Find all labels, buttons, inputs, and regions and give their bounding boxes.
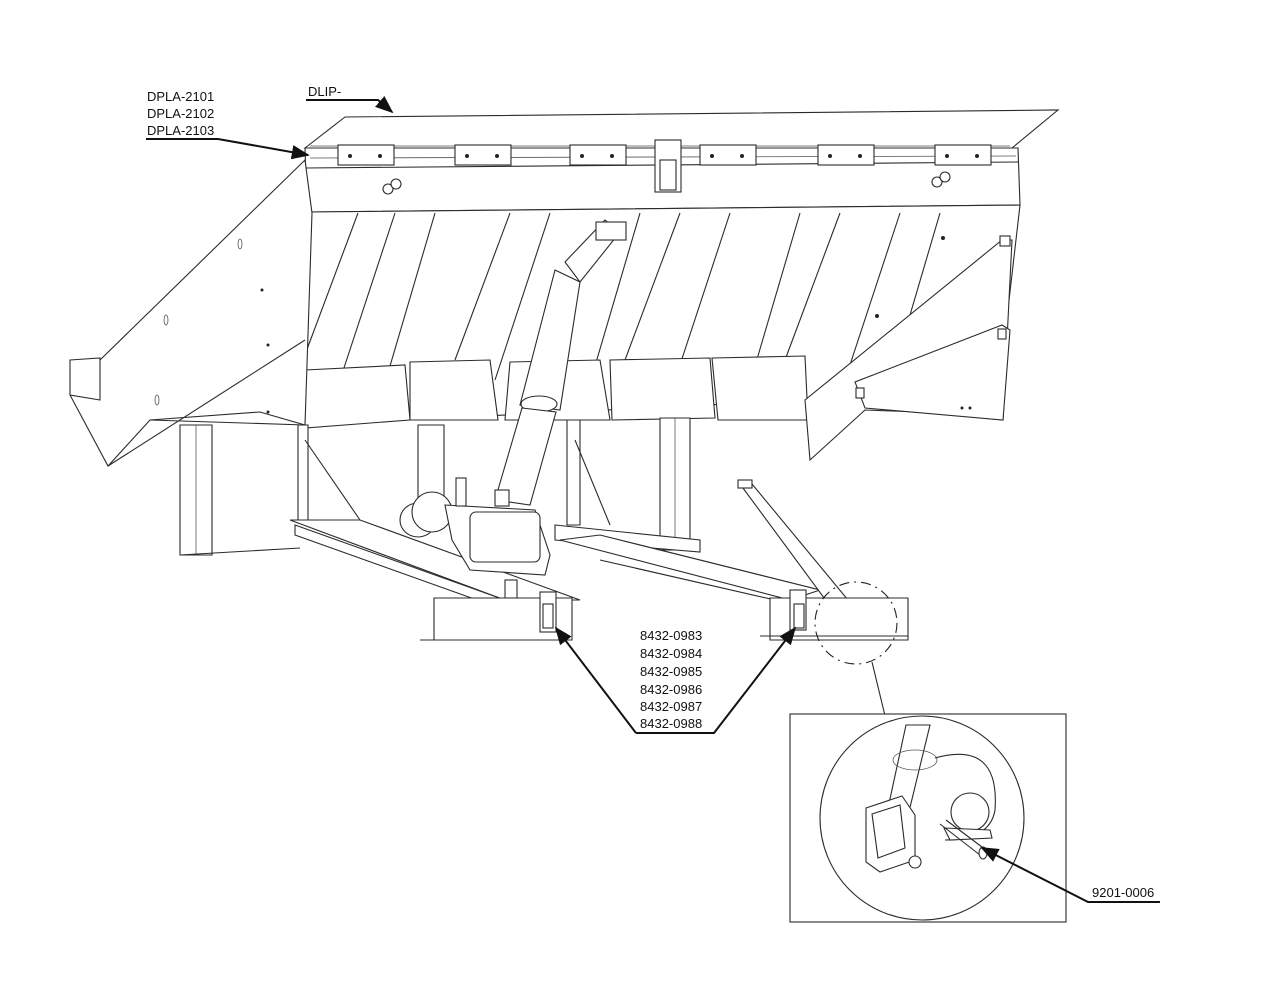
hydraulic-cylinder (494, 219, 627, 506)
stiffener-line (339, 212, 396, 381)
hinge-bolt (858, 154, 862, 158)
callout-9201: 9201-0006 (980, 847, 1160, 903)
stiffener-line (302, 212, 359, 361)
label-dpla-2103: DPLA-2103 (147, 123, 214, 138)
hinge-bolt (580, 154, 584, 158)
hinge-bolt (945, 154, 949, 158)
left-side-skirt (69, 158, 313, 467)
hinge-bolt (828, 154, 832, 158)
label-dlip: DLIP- (308, 84, 341, 99)
detail-view (789, 713, 1067, 923)
left-toe-guard-housing (420, 591, 573, 641)
stiffener-line (624, 212, 681, 361)
right-toe-guard-housing (760, 589, 909, 641)
hinge-lug (569, 144, 627, 166)
label-8432-0984: 8432-0984 (640, 646, 702, 661)
hinge-bolt (975, 154, 979, 158)
label-8432-0986: 8432-0986 (640, 682, 702, 697)
stiffener-line (454, 212, 511, 361)
callout-8432: 8432-0983 8432-0984 8432-0985 8432-0986 … (554, 626, 797, 734)
hinge-bolt (495, 154, 499, 158)
power-unit (289, 477, 581, 611)
label-dpla-2102: DPLA-2102 (147, 106, 214, 121)
hinge-lug (817, 144, 875, 166)
stiffener-line (784, 212, 841, 361)
hinge-bolt (348, 154, 352, 158)
hinge-lug (699, 144, 757, 166)
support-frame (179, 417, 701, 556)
stiffener-line (494, 212, 551, 381)
hinge-bolt (465, 154, 469, 158)
hinge-bolt (710, 154, 714, 158)
label-8432-0988: 8432-0988 (640, 716, 702, 731)
label-8432-0987: 8432-0987 (640, 699, 702, 714)
label-8432-0985: 8432-0985 (640, 664, 702, 679)
label-dpla-2101: DPLA-2101 (147, 89, 214, 104)
stiffener-line (674, 212, 731, 381)
hinge-lug (337, 144, 395, 166)
hinge-lug (454, 144, 512, 166)
right-side-skirt (804, 235, 1013, 462)
hinge-bolt (378, 154, 382, 158)
callout-dlip: DLIP- (306, 84, 394, 114)
callout-dpla: DPLA-2101 DPLA-2102 DPLA-2103 (146, 89, 310, 160)
label-9201-0006: 9201-0006 (1092, 885, 1154, 900)
lip-hinge-assembly (304, 139, 1021, 213)
label-8432-0983: 8432-0983 (640, 628, 702, 643)
hinge-bolt (740, 154, 744, 158)
hinge-bolt (610, 154, 614, 158)
hinge-lug (934, 144, 992, 166)
stiffener-line (844, 212, 901, 381)
